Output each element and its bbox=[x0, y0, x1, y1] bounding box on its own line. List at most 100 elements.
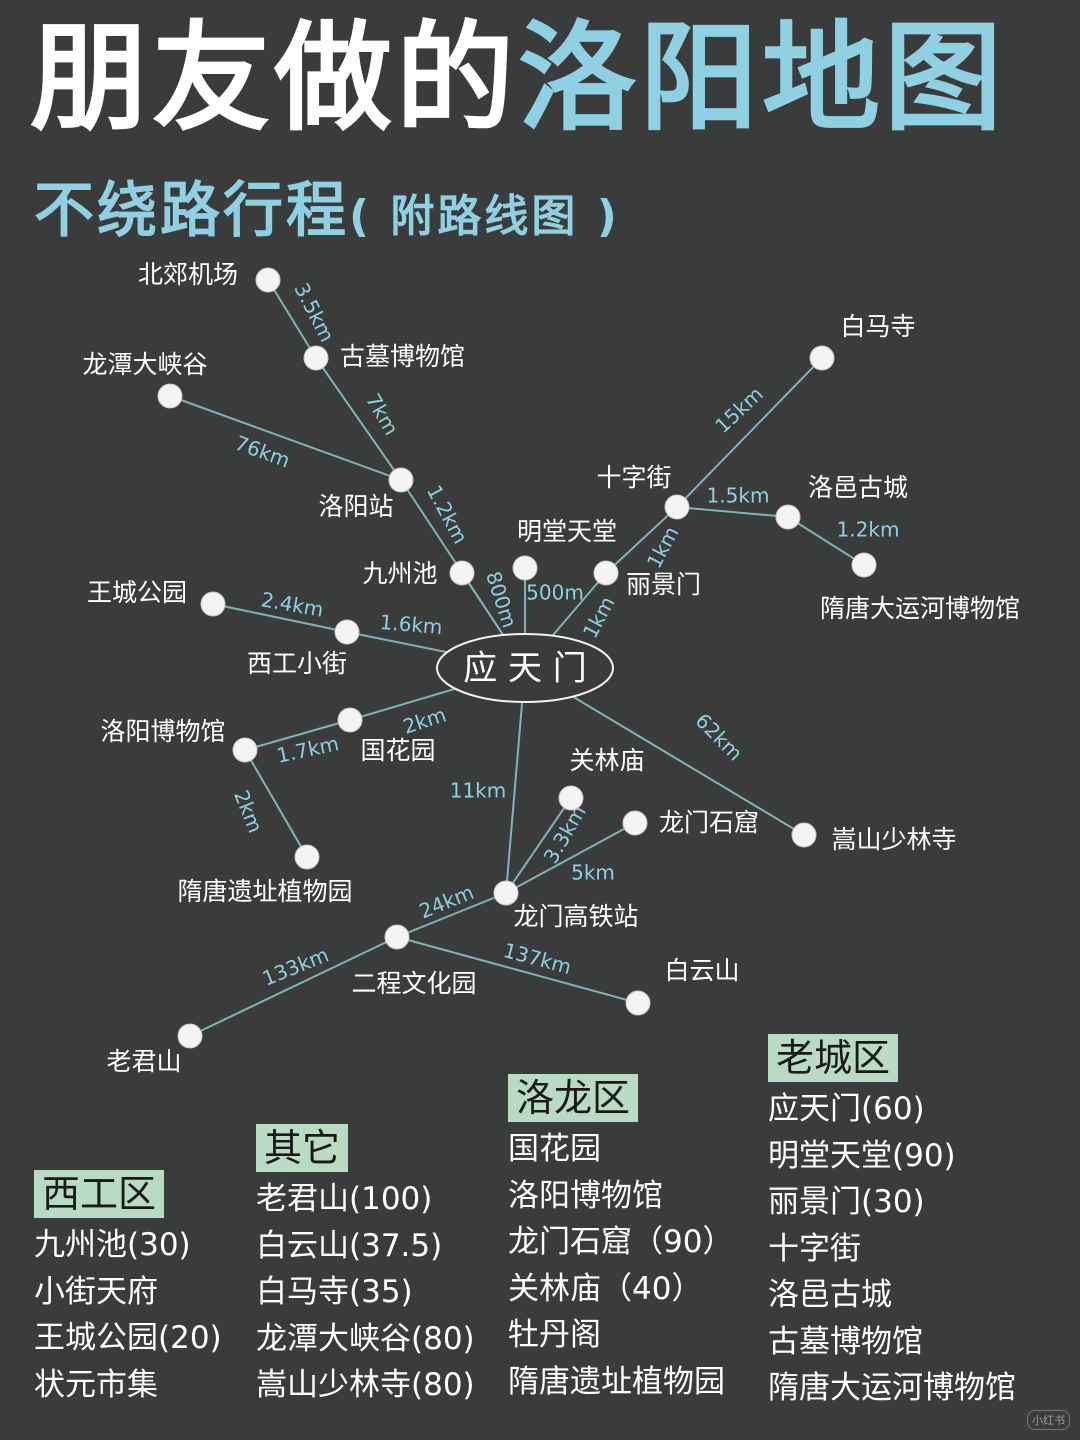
distance-label: 500m bbox=[526, 581, 584, 605]
distance-label: 62km bbox=[691, 708, 748, 765]
route-line bbox=[189, 936, 398, 1037]
subtitle-main: 不绕路行程 bbox=[34, 176, 349, 246]
title-part2: 洛阳地图 bbox=[518, 9, 1007, 147]
map-node bbox=[200, 591, 226, 617]
district-item: 丽景门(30) bbox=[768, 1184, 925, 1220]
node-label: 王城公园 bbox=[87, 578, 187, 607]
district-item: 牡丹阁 bbox=[508, 1317, 601, 1353]
node-label: 龙门石窟 bbox=[659, 808, 759, 837]
route-line bbox=[787, 516, 865, 566]
district-item: 国花园 bbox=[508, 1131, 601, 1167]
node-label: 二程文化园 bbox=[351, 969, 476, 998]
map-node bbox=[232, 737, 258, 763]
route-line bbox=[505, 667, 526, 894]
node-label: 洛阳博物馆 bbox=[100, 717, 225, 746]
node-label: 隋唐大运河博物馆 bbox=[820, 594, 1020, 623]
node-label: 洛邑古城 bbox=[808, 473, 908, 502]
route-line bbox=[676, 357, 823, 508]
route-line bbox=[396, 892, 507, 938]
distance-label: 1.6km bbox=[379, 610, 444, 639]
district-item: 洛邑古城 bbox=[768, 1277, 892, 1313]
node-label: 白马寺 bbox=[840, 312, 915, 341]
node-label: 洛阳站 bbox=[318, 492, 393, 521]
map-node bbox=[664, 494, 690, 520]
distance-label: 2km bbox=[400, 702, 449, 738]
district-item: 王城公园(20) bbox=[34, 1320, 222, 1356]
page-title: 朋友做的洛阳地图 bbox=[30, 8, 1006, 150]
district-item: 白马寺(35) bbox=[256, 1274, 413, 1310]
route-line bbox=[244, 719, 351, 751]
map-node bbox=[157, 383, 183, 409]
route-line bbox=[315, 357, 402, 481]
district-luolong: 洛龙区 国花园 洛阳博物馆 龙门石窟（90） 关林庙（40） 牡丹阁 隋唐遗址植… bbox=[508, 1074, 733, 1405]
node-label: 关林庙 bbox=[569, 746, 644, 775]
node-label: 明堂天堂 bbox=[517, 517, 617, 546]
distance-label: 2km bbox=[229, 787, 268, 837]
district-tag-luolong: 洛龙区 bbox=[508, 1074, 639, 1122]
map-node bbox=[388, 467, 414, 493]
district-item: 关林庙（40） bbox=[508, 1270, 703, 1307]
node-label: 龙潭大峡谷 bbox=[82, 350, 207, 379]
district-item: 嵩山少林寺(80) bbox=[256, 1367, 475, 1403]
route-line bbox=[605, 506, 678, 574]
node-label: 北郊机场 bbox=[138, 260, 238, 289]
map-node bbox=[809, 345, 835, 371]
subtitle-paren: ( 附路线图 ) bbox=[349, 191, 620, 242]
distance-label: 1.5km bbox=[707, 484, 770, 508]
distance-label: 1.7km bbox=[274, 731, 340, 768]
map-node bbox=[851, 552, 877, 578]
map-node bbox=[449, 560, 475, 586]
node-label: 九州池 bbox=[362, 559, 437, 588]
district-tag-other: 其它 bbox=[256, 1124, 349, 1172]
watermark: 小红书 bbox=[1027, 1410, 1070, 1430]
map-node bbox=[255, 267, 281, 293]
distance-label: 1.2km bbox=[422, 481, 473, 548]
node-label: 丽景门 bbox=[626, 570, 701, 599]
page-subtitle: 不绕路行程( 附路线图 ) bbox=[34, 162, 620, 249]
map-node bbox=[334, 619, 360, 645]
district-tag-xigong: 西工区 bbox=[34, 1170, 165, 1218]
district-item: 洛阳博物馆 bbox=[508, 1177, 663, 1214]
route-line bbox=[676, 506, 789, 518]
map-node bbox=[177, 1023, 203, 1049]
route-line bbox=[505, 797, 572, 894]
node-label: 国花园 bbox=[360, 736, 435, 765]
map-node bbox=[625, 990, 651, 1016]
district-item: 应天门(60) bbox=[768, 1091, 925, 1127]
district-item: 小街天府 bbox=[34, 1273, 158, 1310]
distance-label: 137km bbox=[501, 938, 574, 979]
district-xigong: 西工区 九州池(30) 小街天府 王城公园(20) 状元市集 bbox=[34, 1170, 222, 1408]
map-node bbox=[384, 924, 410, 950]
district-item: 老君山(100) bbox=[256, 1181, 433, 1217]
district-item: 隋唐遗址植物园 bbox=[508, 1363, 725, 1400]
route-line bbox=[396, 936, 639, 1004]
district-item: 状元市集 bbox=[34, 1366, 158, 1403]
route-line bbox=[267, 279, 317, 359]
center-label: 应 天 门 bbox=[463, 649, 587, 689]
district-item: 九州池(30) bbox=[34, 1227, 191, 1263]
distance-label: 800m bbox=[481, 568, 522, 630]
district-other: 其它 老君山(100) 白云山(37.5) 白马寺(35) 龙潭大峡谷(80) … bbox=[256, 1124, 475, 1409]
district-item: 明堂天堂(90) bbox=[768, 1137, 956, 1174]
distance-label: 11km bbox=[450, 779, 507, 803]
node-label: 嵩山少林寺 bbox=[831, 825, 956, 854]
map-node bbox=[303, 345, 329, 371]
node-label: 龙门高铁站 bbox=[513, 902, 638, 931]
node-label: 白云山 bbox=[664, 956, 739, 985]
route-line bbox=[169, 395, 402, 481]
node-label: 古墓博物馆 bbox=[340, 342, 465, 371]
map-node bbox=[512, 555, 538, 581]
district-item: 龙潭大峡谷(80) bbox=[256, 1320, 475, 1357]
node-label: 隋唐遗址植物园 bbox=[177, 877, 352, 906]
node-label: 西工小街 bbox=[247, 649, 347, 678]
map-node bbox=[775, 504, 801, 530]
distance-label: 5km bbox=[571, 861, 615, 885]
district-laocheng: 老城区 应天门(60) 明堂天堂(90) 丽景门(30) 十字街 洛邑古城 古墓… bbox=[768, 1034, 1016, 1412]
map-node bbox=[622, 810, 648, 836]
distance-label: 1.2km bbox=[837, 518, 900, 542]
title-part1: 朋友做的 bbox=[30, 9, 519, 147]
map-node bbox=[294, 844, 320, 870]
route-line bbox=[505, 822, 636, 894]
map-node bbox=[337, 707, 363, 733]
map-node bbox=[593, 560, 619, 586]
